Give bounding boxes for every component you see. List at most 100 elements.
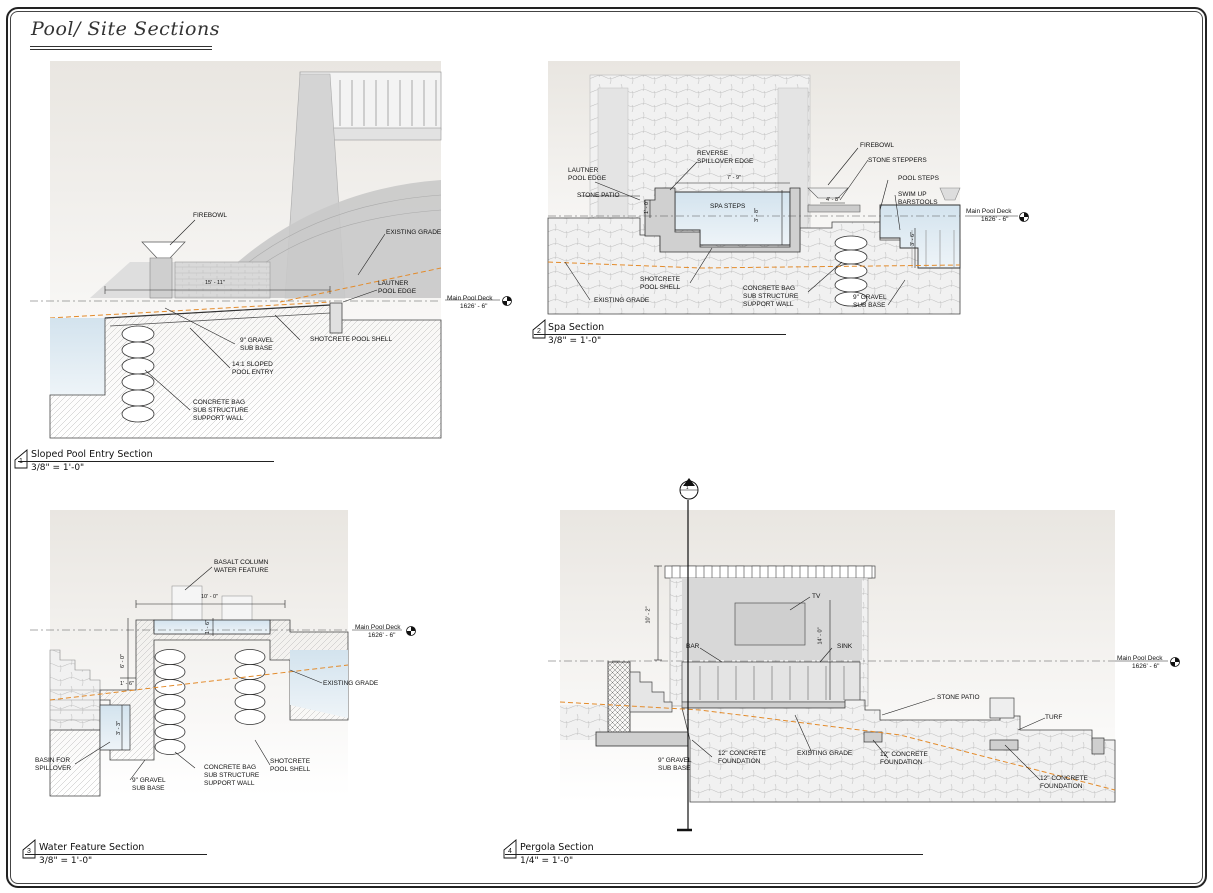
s2-existing-grade-label: EXISTING GRADE [594, 297, 650, 304]
s2-dim-2: 3' - 8" [754, 207, 761, 223]
s1-entry-label-2: POOL ENTRY [232, 369, 274, 376]
s3-dim-5: 3' - 3" [116, 720, 123, 736]
s3-basin-label-1: BASIN FOR [35, 757, 71, 764]
s2-dim-3: 4' - 8" [826, 197, 841, 203]
s1-deck-label-2: 1626' - 6" [460, 303, 488, 310]
s3-scale: 3/8" = 1'-0" [39, 856, 93, 866]
s3-title-rule [25, 854, 207, 855]
s2-swim-label-2: BARSTOOLS [898, 199, 938, 206]
section-1-drawing [30, 61, 512, 439]
s1-existing-grade-label: EXISTING GRADE [386, 229, 442, 236]
s3-dim-1: 10' - 0" [201, 594, 219, 600]
s2-title: Spa Section [548, 322, 605, 333]
s1-title: Sloped Pool Entry Section [31, 449, 153, 460]
section-2-drawing [547, 61, 1029, 315]
s2-spa-steps-label: SPA STEPS [710, 203, 746, 210]
s3-dim-4: 1' - 6" [120, 681, 135, 687]
s3-gravel-label-1: 9" GRAVEL [132, 777, 166, 784]
s4-found2-label-2: FOUNDATION [880, 759, 923, 766]
s3-bag-label-1: CONCRETE BAG [204, 764, 257, 771]
s2-gravel-label-2: SUB BASE [853, 302, 886, 309]
s2-stone-patio-label: STONE PATIO [577, 192, 620, 199]
s4-gravel-label-2: SUB BASE [658, 765, 691, 772]
s2-number: 2 [537, 328, 541, 335]
s2-scale: 3/8" = 1'-0" [548, 336, 602, 346]
s2-firebowl-label: FIREBOWL [860, 142, 894, 149]
s4-existing-grade-label: EXISTING GRADE [797, 750, 853, 757]
s3-deck-label-1: Main Pool Deck [355, 624, 401, 631]
s3-deck-label-2: 1626' - 6" [368, 632, 396, 639]
s4-found1-label-2: FOUNDATION [718, 758, 761, 765]
s2-lautner-label-1: LAUTNER [568, 167, 599, 174]
s4-stone-patio-label: STONE PATIO [937, 694, 980, 701]
section-4-drawing [548, 478, 1180, 832]
s2-title-rule [534, 334, 786, 335]
s4-dim-1: 10' - 2" [645, 606, 652, 624]
s1-lautner-label-2: POOL EDGE [378, 288, 417, 295]
s4-dim-2: 14' - 0" [817, 627, 824, 645]
s4-found2-label-1: 12" CONCRETE [880, 751, 928, 758]
s2-dim-1: 7' - 9" [727, 175, 742, 181]
s2-bag-label-1: CONCRETE BAG [743, 285, 796, 292]
s1-lautner-label-1: LAUTNER [378, 280, 409, 287]
s1-number: 1 [19, 458, 23, 465]
sheet-title-underline [30, 46, 212, 47]
s3-shell-label-1: SHOTCRETE [270, 758, 311, 765]
s2-reverse-label-2: SPILLOVER EDGE [697, 158, 754, 165]
s1-title-rule [18, 461, 274, 462]
s3-existing-grade-label: EXISTING GRADE [323, 680, 379, 687]
section-markers [14, 319, 546, 859]
s3-basalt-label-1: BASALT COLUMN [214, 559, 269, 566]
s2-lautner-label-2: POOL EDGE [568, 175, 607, 182]
s3-basalt-label-2: WATER FEATURE [214, 567, 269, 574]
s1-bag-label-2: SUB STRUCTURE [193, 407, 249, 414]
s4-title: Pergola Section [520, 842, 594, 853]
s4-bar-label: BAR [686, 643, 700, 650]
s3-gravel-label-2: SUB BASE [132, 785, 165, 792]
s3-dim-2: 1' - 6" [205, 619, 212, 635]
s4-tv-label: TV [812, 593, 821, 600]
sheet-title-underline-2 [30, 49, 212, 50]
s4-sink-label: SINK [837, 643, 853, 650]
s3-shell-label-2: POOL SHELL [270, 766, 311, 773]
s4-found3-label-2: FOUNDATION [1040, 783, 1083, 790]
s3-bag-label-2: SUB STRUCTURE [204, 772, 260, 779]
s2-gravel-label-1: 9" GRAVEL [853, 294, 887, 301]
s4-found1-label-1: 12" CONCRETE [718, 750, 766, 757]
s4-gravel-label-1: 9" GRAVEL [658, 757, 692, 764]
s4-turf-label: TURF [1045, 714, 1063, 721]
s2-deck-label-2: 1626' - 6" [981, 216, 1009, 223]
s4-callout-reference: A4.02 [681, 491, 692, 496]
s4-scale: 1/4" = 1'-0" [520, 856, 574, 866]
s2-swim-label-1: SWIM UP [898, 191, 927, 198]
s2-bag-label-2: SUB STRUCTURE [743, 293, 799, 300]
s3-number: 3 [27, 848, 31, 855]
s1-firebowl-label: FIREBOWL [193, 212, 227, 219]
s1-shell-label: SHOTCRETE POOL SHELL [310, 336, 393, 343]
s2-bag-label-3: SUPPORT WALL [743, 301, 794, 308]
s2-deck-label-1: Main Pool Deck [966, 208, 1012, 215]
s3-basin-label-2: SPILLOVER [35, 765, 72, 772]
s2-dim-4: 3' - 6" [910, 231, 917, 247]
section-3-drawing [30, 510, 416, 797]
sheet-title: Pool/ Site Sections [31, 18, 220, 40]
sheet-border [6, 7, 1207, 888]
s1-bag-label-1: CONCRETE BAG [193, 399, 246, 406]
s2-pool-steps-label: POOL STEPS [898, 175, 939, 182]
s1-entry-label-1: 14:1 SLOPED [232, 361, 273, 368]
s4-title-rule [505, 854, 923, 855]
s4-number: 4 [508, 848, 512, 855]
s4-deck-label-2: 1626' - 6" [1132, 663, 1160, 670]
s4-found3-label-1: 12" CONCRETE [1040, 775, 1088, 782]
s3-title: Water Feature Section [39, 842, 145, 853]
s1-scale: 3/8" = 1'-0" [31, 463, 85, 473]
s1-dim-1: 15' - 11" [205, 280, 225, 286]
s4-callout-number: 1 [686, 485, 689, 490]
s1-gravel-label-2: SUB BASE [240, 345, 273, 352]
s1-gravel-label-1: 9" GRAVEL [240, 337, 274, 344]
s2-dim-5: 1' - 0" [644, 199, 651, 215]
s2-shell-label-1: SHOTCRETE [640, 276, 681, 283]
s2-stone-steppers-label: STONE STEPPERS [868, 157, 927, 164]
s3-bag-label-3: SUPPORT WALL [204, 780, 255, 787]
